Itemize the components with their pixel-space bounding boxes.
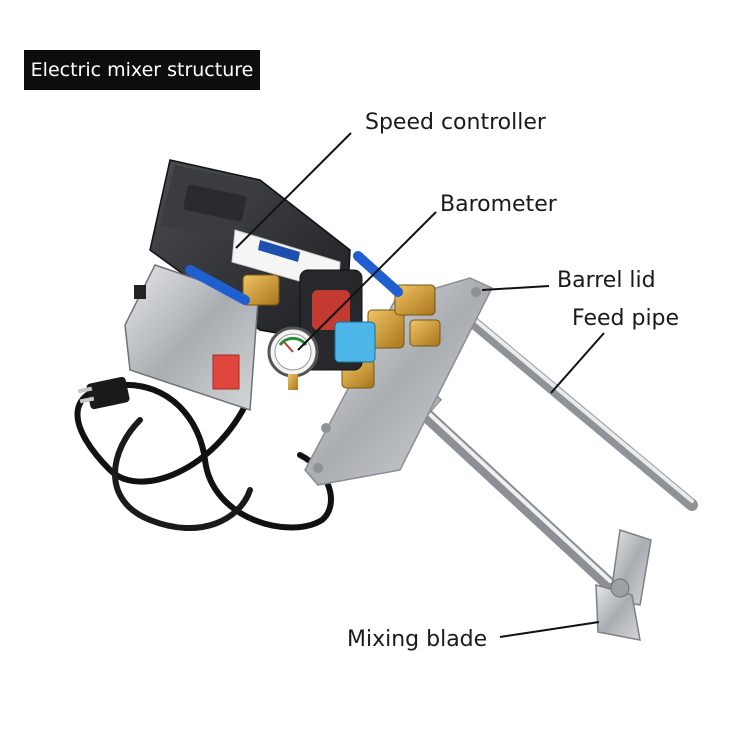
feed-pipe [462, 312, 698, 511]
speed-controller-leader [235, 132, 352, 249]
label-speed-controller: Speed controller [365, 110, 546, 135]
callout-leaders [235, 132, 605, 638]
mixing-blade-leader [499, 621, 600, 638]
label-barrel-lid: Barrel lid [557, 268, 656, 293]
label-barometer: Barometer [440, 192, 557, 217]
speed-controller-box [124, 264, 259, 412]
label-feed-pipe: Feed pipe [572, 306, 680, 331]
barometer-gauge [267, 326, 319, 390]
mixing-blade [595, 529, 652, 641]
barrel-lid-leader [481, 285, 550, 291]
power-plug [77, 376, 130, 410]
power-cable [74, 381, 334, 531]
feed-pipe-leader [550, 332, 605, 394]
label-mixing-blade: Mixing blade [347, 627, 488, 652]
title-text: Electric mixer structure [30, 59, 254, 81]
power-cable-loop [112, 417, 253, 531]
title-banner: Electric mixer structure [24, 50, 260, 90]
barometer-leader [297, 211, 437, 351]
brass-fittings [242, 274, 441, 389]
valve-handles [185, 251, 403, 305]
